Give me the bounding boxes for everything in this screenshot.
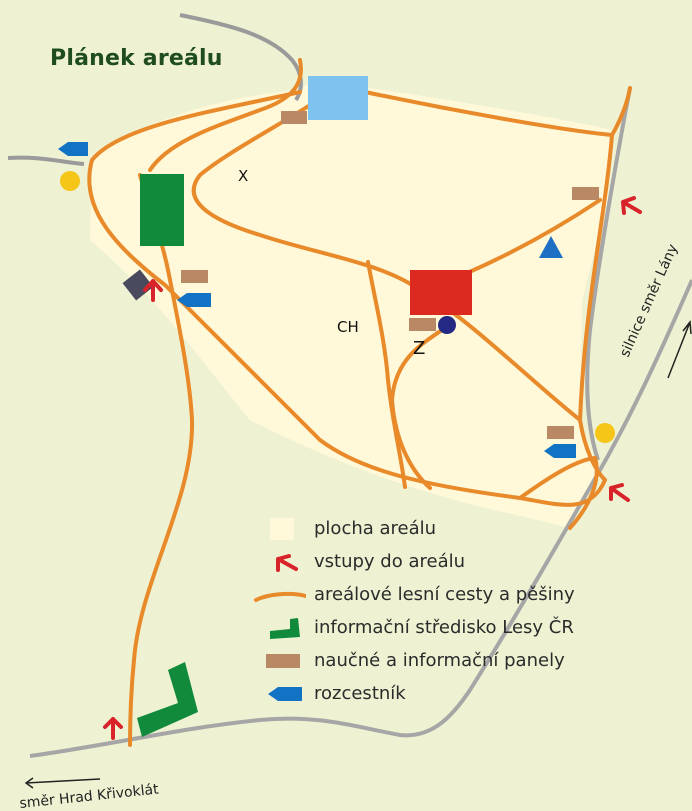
entrance-arrow (103, 717, 123, 740)
legend-label: areálové lesní cesty a pěšiny (314, 584, 575, 605)
arrow-up-right-icon (667, 320, 692, 379)
entrance-arrow-icon (276, 553, 298, 572)
legend-label: informační středisko Lesy ČR (314, 617, 574, 638)
arrow-left-icon (24, 777, 101, 789)
panel (547, 426, 574, 439)
entrance-arrow (609, 483, 630, 502)
info-panels (181, 111, 599, 439)
legend: plocha areálu vstupy do areálu areálové … (254, 512, 575, 710)
label-z: Z (413, 338, 425, 359)
legend-item-panel: naučné a informační panely (262, 644, 575, 677)
main-building (410, 270, 472, 315)
info-center-bottom (137, 662, 198, 737)
signpost (177, 293, 211, 307)
yellow-marker (595, 423, 615, 443)
entrance-arrow (143, 279, 163, 302)
panel (409, 318, 436, 331)
shelter-triangle (539, 236, 563, 258)
legend-label: naučné a informační panely (314, 650, 565, 671)
area-swatch (270, 517, 294, 540)
info-center-icon (270, 617, 300, 639)
signpost-icon (268, 686, 302, 701)
pond (308, 76, 368, 120)
path-line-icon (254, 591, 306, 602)
label-road-right: silnice směr Lány (617, 242, 681, 360)
legend-item-area: plocha areálu (262, 512, 575, 545)
panel (281, 111, 307, 124)
legend-item-signpost: rozcestník (262, 677, 575, 710)
legend-item-entrance: vstupy do areálu (262, 545, 575, 578)
panel-swatch (266, 653, 300, 668)
signposts (58, 142, 576, 458)
map-title: Plánek areálu (50, 46, 223, 71)
label-x: X (238, 167, 248, 185)
entrance-arrow (621, 196, 642, 215)
path-top-inner (191, 90, 582, 422)
path-bottom-right (518, 455, 599, 530)
road-main (29, 279, 692, 758)
shelter (122, 269, 154, 301)
road-left-spur (7, 155, 85, 166)
road-right (585, 87, 632, 461)
legend-item-path: areálové lesní cesty a pěšiny (254, 578, 575, 611)
path-center-ch (366, 260, 407, 489)
signpost (544, 444, 576, 458)
path-left-down (128, 268, 195, 747)
legend-label: vstupy do areálu (314, 551, 466, 572)
signpost (58, 142, 88, 156)
path-top-right (363, 86, 632, 138)
site-area (90, 80, 612, 528)
legend-item-info-center: informační středisko Lesy ČR (262, 611, 575, 644)
legend-label: rozcestník (314, 683, 406, 704)
info-center-building (140, 174, 184, 246)
yellow-marker (60, 171, 80, 191)
path-right-edge (577, 133, 614, 482)
path-top-arc (148, 58, 303, 172)
road-top (179, 13, 303, 102)
label-road-bottom: směr Hrad Křivoklát (19, 781, 160, 811)
panel (572, 187, 599, 200)
forest-paths (87, 58, 632, 747)
panel (181, 270, 208, 283)
entrance-arrows (103, 196, 642, 740)
navy-marker (438, 316, 456, 334)
legend-label: plocha areálu (314, 518, 437, 539)
path-ch-loop (389, 328, 444, 490)
label-ch: CH (337, 318, 359, 336)
